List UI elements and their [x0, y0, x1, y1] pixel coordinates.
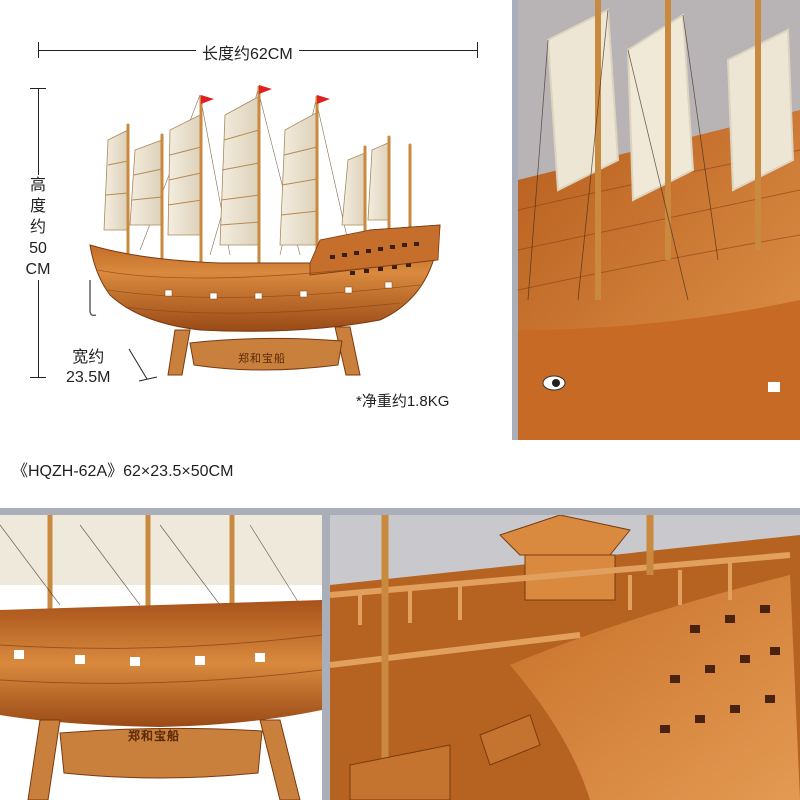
net-weight-label: *净重约1.8KG	[356, 393, 450, 410]
height-label: 高 度 约 50 CM	[20, 175, 56, 280]
deck-detail-photo	[518, 0, 800, 440]
model-caption: 《HQZH-62A》62×23.5×50CM	[12, 463, 234, 480]
width-arrow	[128, 348, 158, 382]
deck-closeup-image	[518, 0, 800, 440]
caption-band: 《HQZH-62A》62×23.5×50CM	[0, 440, 800, 508]
stand-label: 郑和宝船	[238, 353, 286, 365]
stand-label-closeup: 郑和宝船	[128, 729, 181, 743]
main-product-panel: 长度约62CM 高 度 约 50 CM 宽约 23.5M *净重约1.8KG	[0, 0, 512, 440]
length-label: 长度约62CM	[196, 40, 299, 64]
hull-side-image	[0, 515, 322, 800]
width-label: 宽约 23.5M	[66, 349, 111, 386]
side-view-photo: 郑和宝船	[0, 515, 322, 800]
display-stand	[167, 326, 361, 376]
stern-castle-image	[330, 515, 800, 800]
stern-castle-photo	[330, 515, 800, 800]
treasure-ship-model-image	[89, 85, 441, 376]
